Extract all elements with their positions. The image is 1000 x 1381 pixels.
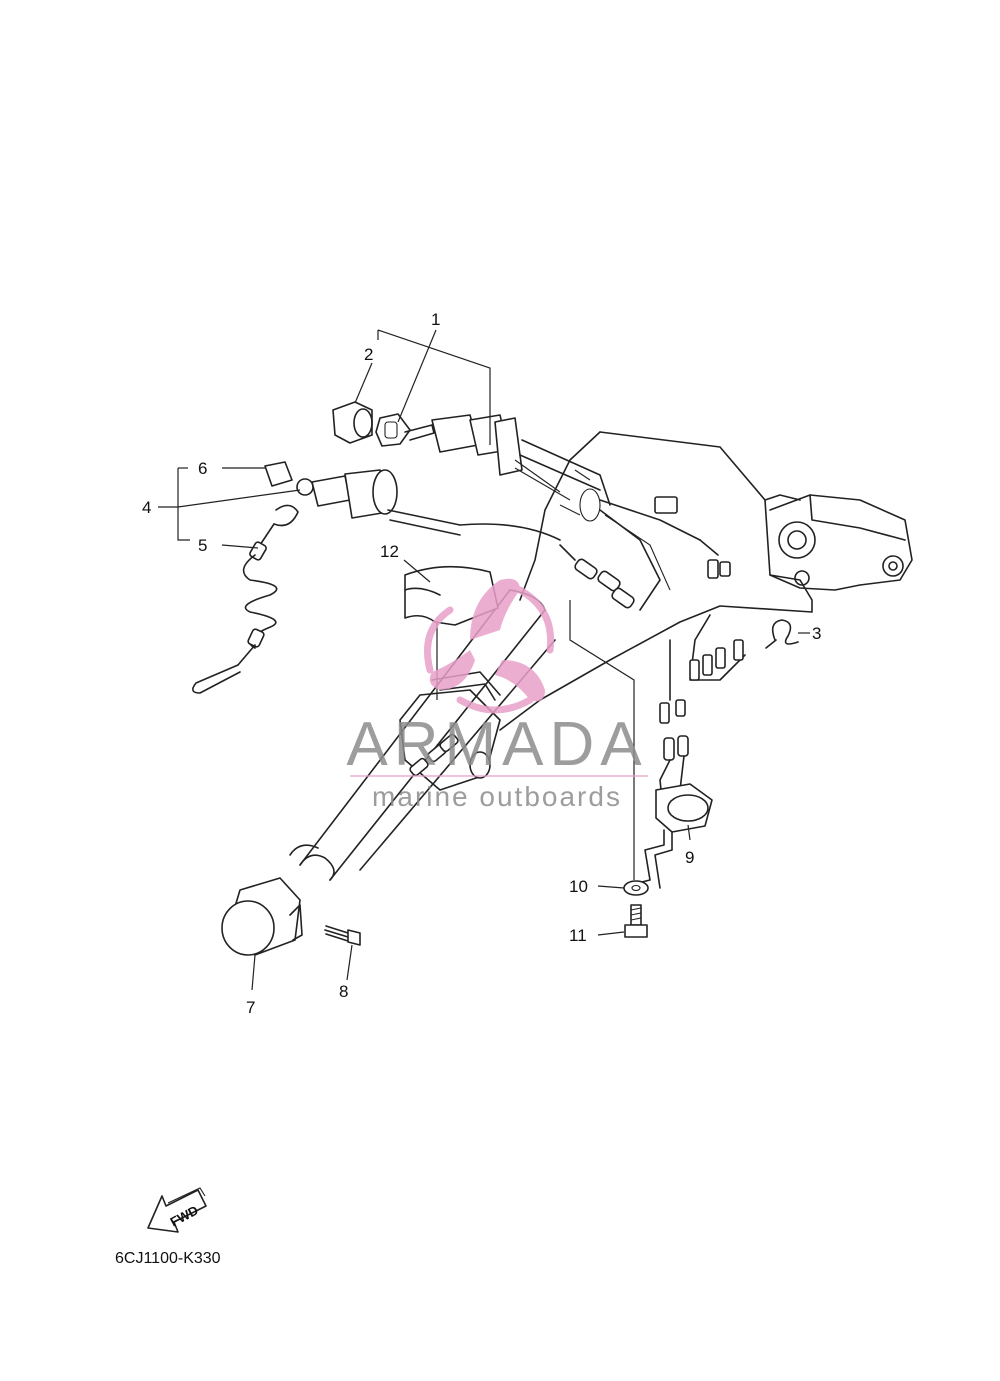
callout-labels: 1 2 3 4 5 6 7 8 9 10 11 12 bbox=[142, 310, 821, 1017]
wire-clamp bbox=[765, 619, 799, 649]
throttle-grip bbox=[221, 877, 303, 956]
callout-7: 7 bbox=[246, 998, 255, 1017]
callout-1: 1 bbox=[431, 310, 440, 329]
bolt bbox=[624, 904, 648, 938]
callout-11: 11 bbox=[569, 926, 587, 945]
buzzer-assy bbox=[629, 735, 713, 889]
callout-3: 3 bbox=[812, 624, 821, 643]
callout-10: 10 bbox=[569, 877, 588, 896]
drawing-code: 6CJ1100-K330 bbox=[115, 1250, 221, 1267]
steering-bracket-housing bbox=[499, 431, 913, 731]
switch-cap bbox=[332, 401, 373, 444]
armada-watermark: ARMADA marine outboards bbox=[346, 578, 648, 812]
screw bbox=[324, 925, 361, 946]
propeller-logo bbox=[424, 578, 555, 714]
callout-9: 9 bbox=[685, 848, 694, 867]
washer bbox=[623, 880, 649, 896]
callout-6: 6 bbox=[198, 459, 207, 478]
wire-harness bbox=[409, 496, 746, 777]
callout-2: 2 bbox=[364, 345, 373, 364]
watermark-tagline: marine outboards bbox=[372, 781, 622, 812]
leader-lines bbox=[158, 329, 810, 991]
callout-8: 8 bbox=[339, 982, 348, 1001]
main-switch-assy bbox=[375, 413, 611, 522]
watermark-brand: ARMADA bbox=[346, 710, 647, 779]
callout-12: 12 bbox=[380, 542, 399, 561]
callout-4: 4 bbox=[142, 498, 151, 517]
fwd-arrow: FWD bbox=[147, 1187, 207, 1233]
lanyard-coil bbox=[192, 504, 299, 694]
engine-stop-switch bbox=[264, 461, 561, 541]
callout-5: 5 bbox=[198, 536, 207, 555]
